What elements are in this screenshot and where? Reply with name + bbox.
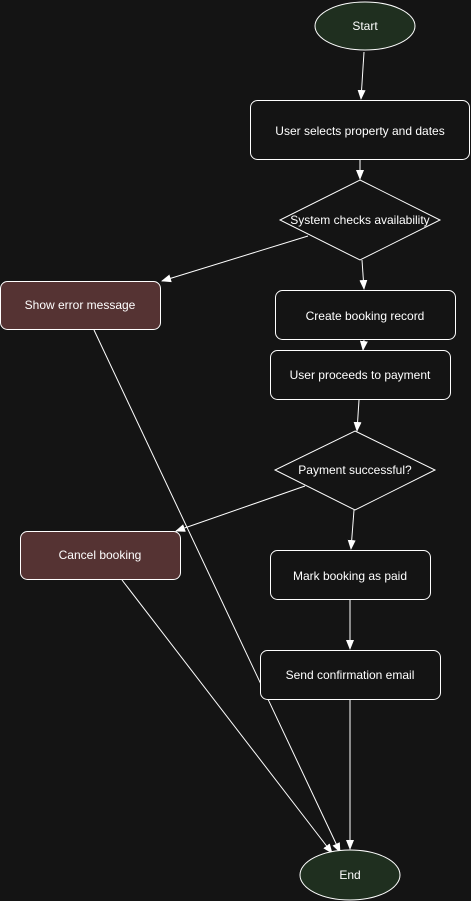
check-label: System checks availability (290, 213, 429, 227)
check-decision-shape (278, 179, 442, 261)
payment-label: Payment successful? (298, 463, 412, 477)
cancel-label: Cancel booking (59, 548, 142, 562)
edge-payment-to-paid (347, 509, 356, 550)
create-label: Create booking record (306, 309, 425, 323)
node-select: User selects property and dates (250, 100, 470, 160)
error-process-box (0, 281, 161, 330)
node-create: Create booking record (275, 290, 456, 340)
start-terminal-shape (314, 1, 416, 51)
node-end: End (299, 849, 401, 901)
node-error: Show error message (0, 281, 161, 330)
edge-error-to-end (93, 329, 341, 853)
edge-start-to-select (357, 51, 366, 100)
node-email: Send confirmation email (260, 650, 441, 700)
end-label: End (339, 868, 360, 882)
edge-create-to-proceed (359, 339, 368, 351)
edges (93, 51, 368, 854)
start-label: Start (352, 19, 378, 33)
select-label: User selects property and dates (275, 124, 444, 138)
cancel-process-box (20, 531, 181, 580)
edge-proceed-to-payment (353, 399, 362, 432)
payment-decision-shape (273, 430, 437, 511)
paid-label: Mark booking as paid (293, 569, 407, 583)
node-cancel: Cancel booking (20, 531, 181, 580)
error-label: Show error message (25, 298, 136, 312)
node-paid: Mark booking as paid (270, 550, 431, 600)
edge-payment-to-cancel (175, 485, 306, 532)
node-check: System checks availability (278, 179, 442, 261)
node-payment: Payment successful? (273, 430, 437, 511)
proceed-label: User proceeds to payment (290, 368, 431, 382)
edge-check-to-error (161, 235, 309, 283)
email-label: Send confirmation email (286, 668, 415, 682)
node-start: Start (314, 1, 416, 51)
select-process-box (250, 100, 470, 160)
end-terminal-shape (299, 849, 401, 901)
email-process-box (260, 650, 441, 700)
node-proceed: User proceeds to payment (270, 350, 451, 400)
proceed-process-box (270, 350, 451, 400)
edge-cancel-to-end (121, 579, 333, 854)
create-process-box (275, 290, 456, 340)
paid-process-box (270, 550, 431, 600)
edge-check-to-create (359, 259, 368, 290)
